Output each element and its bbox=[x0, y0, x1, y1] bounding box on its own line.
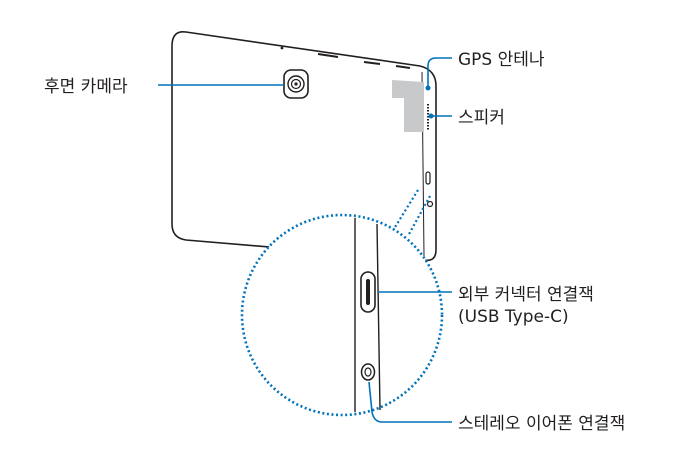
zoom-earphone-jack bbox=[360, 363, 376, 381]
rear-camera bbox=[283, 69, 309, 99]
side-earphone-jack bbox=[426, 200, 434, 208]
top-edge-mic bbox=[280, 46, 284, 50]
callout-line-earphone bbox=[368, 381, 452, 423]
rear-camera-label: 후면 카메라 bbox=[44, 77, 128, 97]
top-edge-button bbox=[317, 53, 339, 58]
zoom-line-right bbox=[407, 195, 431, 237]
callout-dot-speaker bbox=[428, 113, 434, 119]
callout-dot-gps bbox=[425, 85, 431, 91]
speaker-label: 스피커 bbox=[458, 108, 505, 128]
top-edge-slot bbox=[363, 61, 381, 65]
gps-antenna-label: GPS 안테나 bbox=[458, 50, 545, 70]
zoom-tablet-edge bbox=[354, 218, 381, 412]
top-edge-slot-2 bbox=[395, 65, 411, 69]
usb-type-label: (USB Type-C) bbox=[458, 307, 569, 327]
earphone-jack-label: 스테레오 이어폰 연결잭 bbox=[458, 414, 626, 434]
gps-antenna-area bbox=[392, 80, 424, 132]
usb-connector-label: 외부 커넥터 연결잭 bbox=[458, 285, 594, 305]
zoom-circle bbox=[240, 213, 444, 417]
side-usb-port bbox=[425, 171, 431, 185]
callout-line-gps bbox=[427, 57, 452, 86]
zoom-usb-port bbox=[360, 271, 376, 313]
zoom-line-left bbox=[391, 189, 419, 233]
